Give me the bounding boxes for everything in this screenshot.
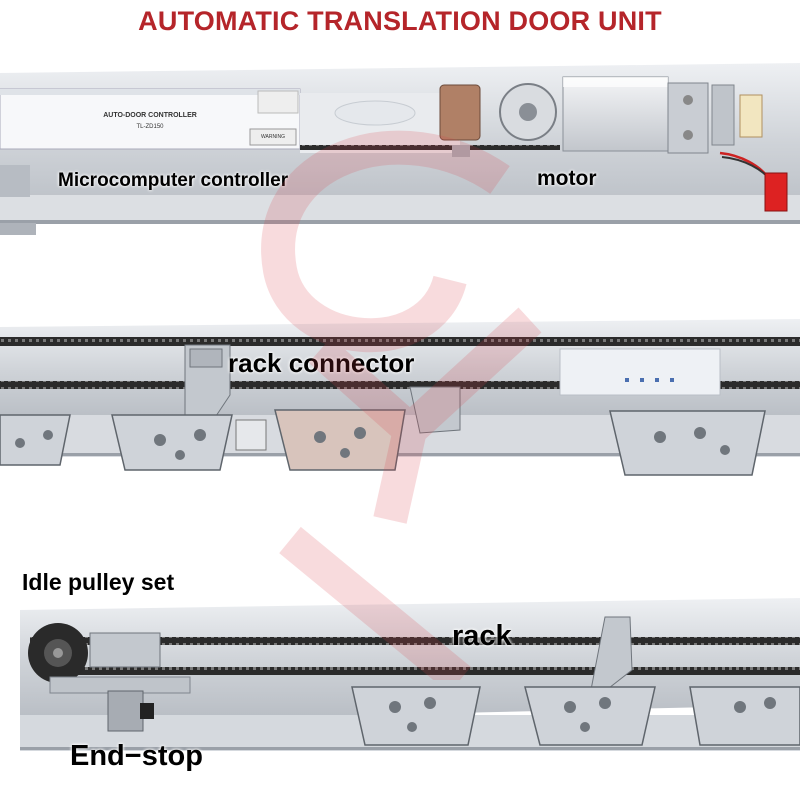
end-stop-block bbox=[107, 690, 154, 732]
warning-label: WARNING bbox=[261, 134, 285, 140]
bottom-belt-upper bbox=[30, 637, 800, 645]
idle-pulley-wheel bbox=[28, 623, 88, 683]
panel-controller-motor: AUTO-DOOR CONTROLLER TL-ZD150 WARNING bbox=[0, 55, 800, 245]
label-end-stop: End−stop bbox=[70, 740, 203, 772]
rack-connector-bracket bbox=[184, 344, 461, 434]
label-idle-pulley: Idle pulley set bbox=[22, 569, 175, 595]
label-motor: motor bbox=[537, 167, 597, 190]
carriage bbox=[0, 409, 766, 476]
bottom-belt-lower bbox=[60, 667, 800, 675]
label-rack: rack bbox=[452, 620, 512, 652]
controller-model: TL-ZD150 bbox=[136, 124, 164, 130]
panel-pulley-rack: Idle pulley set rack End−stop bbox=[0, 569, 800, 800]
controller-motor-photo: AUTO-DOOR CONTROLLER TL-ZD150 WARNING bbox=[0, 63, 800, 235]
motor-body bbox=[562, 76, 763, 154]
label-rack-connector: rack connector bbox=[228, 348, 415, 378]
controller-heading: AUTO-DOOR CONTROLLER bbox=[103, 112, 197, 119]
controller-box: AUTO-DOOR CONTROLLER TL-ZD150 WARNING bbox=[0, 88, 301, 150]
middle-belt-lower bbox=[0, 381, 800, 389]
middle-belt-upper bbox=[0, 337, 800, 346]
panel-rack-connector: rack connector bbox=[0, 315, 800, 485]
rack-connector-photo bbox=[0, 319, 800, 476]
page-title: AUTOMATIC TRANSLATION DOOR UNIT bbox=[138, 6, 662, 36]
pulley-rack-photo bbox=[20, 598, 800, 751]
label-controller: Microcomputer controller bbox=[58, 170, 289, 191]
